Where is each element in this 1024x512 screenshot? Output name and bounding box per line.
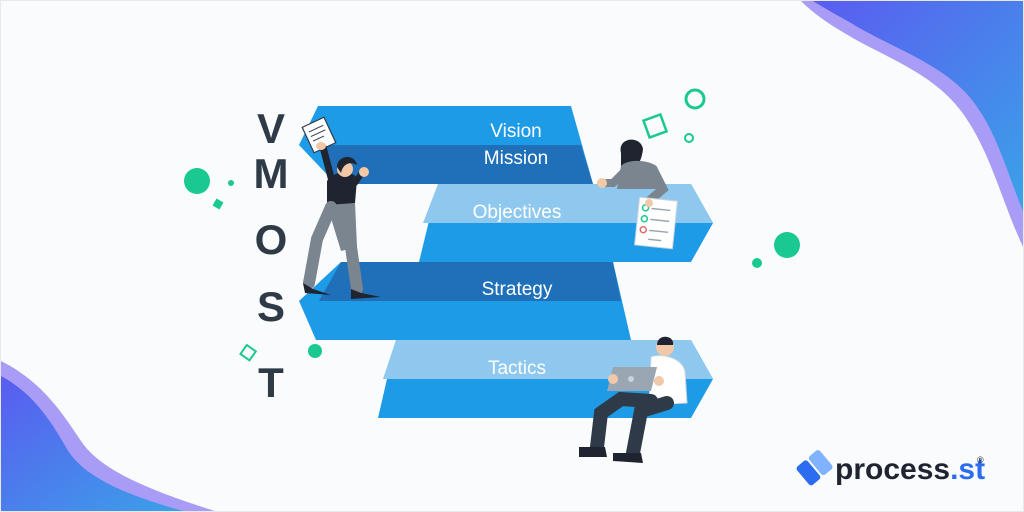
decorative-shapes: [184, 88, 800, 362]
document-icon: [301, 116, 337, 154]
layer-vision-mission: [299, 106, 593, 184]
checklist-icon: [634, 196, 678, 250]
leaning-woman-figure: [597, 139, 678, 250]
brand-name: process: [835, 453, 950, 486]
svg-text:process.st: process.st: [835, 453, 985, 486]
top-right-blob: [801, 1, 1023, 247]
layer-label-mission: Mission: [484, 148, 548, 169]
letter-v: V: [257, 105, 285, 152]
letter-m: M: [254, 150, 289, 197]
layer-strategy: [299, 262, 631, 340]
layer-label-strategy: Strategy: [482, 279, 553, 300]
letter-o: O: [255, 216, 288, 263]
brand-suffix: .st: [950, 453, 985, 486]
layer-label-vision: Vision: [490, 121, 541, 142]
sitting-man-figure: [579, 336, 688, 463]
layer-label-tactics: Tactics: [488, 358, 546, 379]
letter-t: T: [258, 359, 284, 406]
layer-label-objectives: Objectives: [473, 202, 562, 223]
letter-s: S: [257, 283, 285, 330]
laptop-icon: [607, 367, 657, 391]
registered-mark: ®: [977, 455, 984, 465]
bottom-left-blob: [1, 361, 215, 511]
process-st-logo-icon: [796, 450, 833, 486]
process-st-logo: process.st ®: [796, 450, 985, 486]
climbing-woman-figure: [301, 116, 381, 299]
